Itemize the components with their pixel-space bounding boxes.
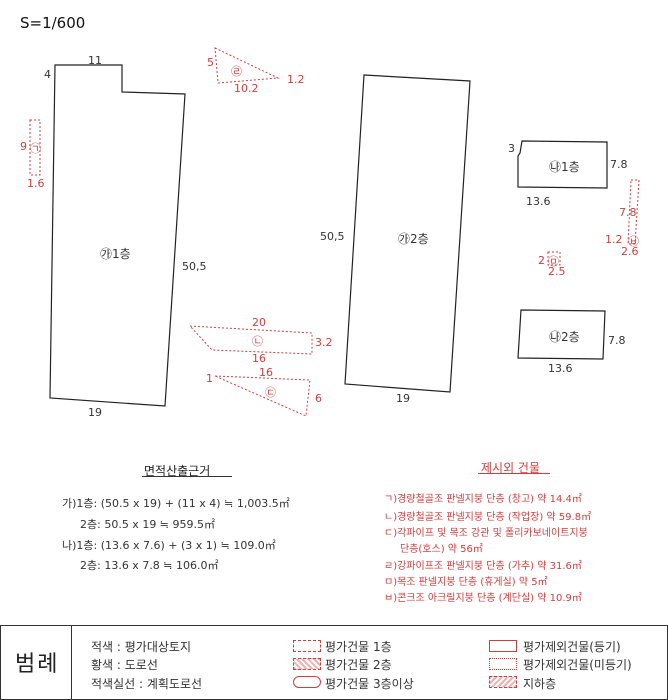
legend-item-excl-unregistered: 평가제외건물(미등기) <box>523 658 632 672</box>
building-na-floor1-label: ㉯1층 <box>549 160 580 174</box>
dim-na1-right: 7.8 <box>610 158 628 171</box>
excluded-digeut-label: ㉢ <box>265 386 276 399</box>
dim-rieul-right: 1.2 <box>287 73 305 86</box>
legend-divider <box>71 626 72 699</box>
dim-digeut-right: 6 <box>315 392 322 405</box>
dim-mieum-left: 2 <box>538 254 545 267</box>
dim-digeut-left: 1 <box>206 372 213 385</box>
dim-bieup-bottom: 2.6 <box>621 245 639 258</box>
excluded-list-title: 제시외 건물 <box>481 461 541 475</box>
dim-giyeok-bottom: 1.6 <box>27 177 45 190</box>
excluded-bieup-outline <box>627 179 640 245</box>
dim-ga1-top: 11 <box>88 54 102 67</box>
excluded-mieum-label: ㉤ <box>548 255 559 268</box>
legend-swatch-excl-unregistered <box>489 658 517 670</box>
dim-ga2-left: 50,5 <box>320 230 345 243</box>
excluded-nieun-label: ㉡ <box>252 335 263 348</box>
area-calc-line-2: 2층: 50.5 x 19 ≒ 959.5㎡ <box>80 518 216 531</box>
dim-mieum-bottom: 2.5 <box>548 265 566 278</box>
building-ga-floor1-outline <box>49 64 186 407</box>
dim-ga1-bottom: 19 <box>88 406 102 419</box>
dim-nieun-bottom: 16 <box>252 352 266 365</box>
site-plan <box>29 47 640 417</box>
excluded-list-line-3: ㄷ)각파이프 및 목조 강관 및 폴리카보네이트지붕 <box>384 528 588 539</box>
dim-ga2-bottom: 19 <box>396 392 410 405</box>
excluded-bieup-label: ㉥ <box>628 235 639 248</box>
excluded-list-line-6: ㅁ)목조 판넬지붕 단층 (휴게실) 약 5㎡ <box>384 577 548 588</box>
dim-na2-right: 7.8 <box>608 334 626 347</box>
legend-item-planned-road: 적색실선 : 계획도로선 <box>91 677 203 691</box>
dim-bieup-top: 7.8 <box>619 206 637 219</box>
excluded-rieul-label: ㉣ <box>231 65 242 78</box>
area-calc-line-3: 나)1층: (13.6 x 7.6) + (3 x 1) ≒ 109.0㎡ <box>62 539 276 552</box>
legend-item-road-line: 황색 : 도로선 <box>91 658 158 672</box>
excluded-rieul-outline <box>214 47 280 84</box>
building-ga-floor1-label: ㉮1층 <box>100 247 131 261</box>
legend-swatch-floor1 <box>293 640 321 652</box>
excluded-mieum-outline <box>547 251 561 266</box>
dim-bieup-left: 1.2 <box>605 233 623 246</box>
excluded-nieun-outline <box>188 325 313 355</box>
legend-item-target-land: 적색 : 평가대상토지 <box>91 640 191 654</box>
legend-item-floor2: 평가건물 2층 <box>325 658 392 672</box>
dim-nieun-top: 20 <box>252 316 266 329</box>
excluded-digeut-outline <box>214 375 311 417</box>
legend-item-floor1: 평가건물 1층 <box>325 640 392 654</box>
legend-title: 범례 <box>15 652 60 677</box>
dim-rieul-bottom: 10.2 <box>234 82 259 95</box>
building-na-floor1-outline <box>517 140 608 189</box>
legend-swatch-floor2 <box>293 658 321 670</box>
dim-ga1-right: 50,5 <box>182 260 207 273</box>
area-calc-line-4: 2층: 13.6 x 7.8 ≒ 106.0㎡ <box>80 559 219 572</box>
legend-item-floor3-plus: 평가건물 3층이상 <box>325 677 414 691</box>
building-ga-floor2-label: ㉮2층 <box>398 232 429 246</box>
area-calc-title-underline <box>142 476 232 477</box>
area-calc-title: 면적산출근거 <box>144 464 211 478</box>
legend-item-basement: 지하층 <box>523 677 557 691</box>
dim-na1-bottom: 13.6 <box>526 195 551 208</box>
excluded-giyeok-outline <box>29 119 41 176</box>
excluded-list-line-4: 단층(호스) 약 56㎡ <box>400 544 483 555</box>
dim-ga1-left: 4 <box>44 68 51 81</box>
legend-swatch-floor3 <box>293 676 321 688</box>
excluded-list-line-5: ㄹ)강파이프조 판넬지붕 단층 (가추) 약 31.6㎡ <box>384 561 582 572</box>
area-calc-line-1: 가)1층: (50.5 x 19) + (11 x 4) ≒ 1,003.5㎡ <box>62 497 290 510</box>
building-ga-floor2-outline <box>344 74 471 393</box>
dim-na1-small: 3 <box>508 142 515 155</box>
legend-box: 범례 적색 : 평가대상토지 황색 : 도로선 적색실선 : 계획도로선 평가건… <box>0 625 668 700</box>
dim-na2-bottom: 13.6 <box>548 362 573 375</box>
dim-rieul-left: 5 <box>207 56 214 69</box>
building-na-floor2-label: ㉯2층 <box>549 330 580 344</box>
excluded-list-line-7: ㅂ)콘크조 아크릴지붕 단층 (계단실) 약 10.9㎡ <box>384 593 582 604</box>
excluded-list-line-2: ㄴ)경량철골조 판넬지붕 단층 (작업장) 약 59.8㎡ <box>384 512 592 523</box>
dim-giyeok-top: 9 <box>20 140 27 153</box>
scale-label: S=1/600 <box>20 14 86 32</box>
legend-item-excl-registered: 평가제외건물(등기) <box>523 640 621 654</box>
legend-swatch-excl-registered <box>489 640 517 652</box>
legend-swatch-basement <box>489 676 517 688</box>
excluded-list-line-1: ㄱ)경량철골조 판넬지붕 단층 (창고) 약 14.4㎡ <box>384 494 582 505</box>
dim-nieun-right: 3.2 <box>315 336 333 349</box>
excluded-giyeok-label: ㉠ <box>30 142 41 155</box>
dim-digeut-top: 16 <box>259 366 273 379</box>
excluded-list-title-underline <box>478 473 550 474</box>
building-na-floor2-outline <box>517 309 606 360</box>
